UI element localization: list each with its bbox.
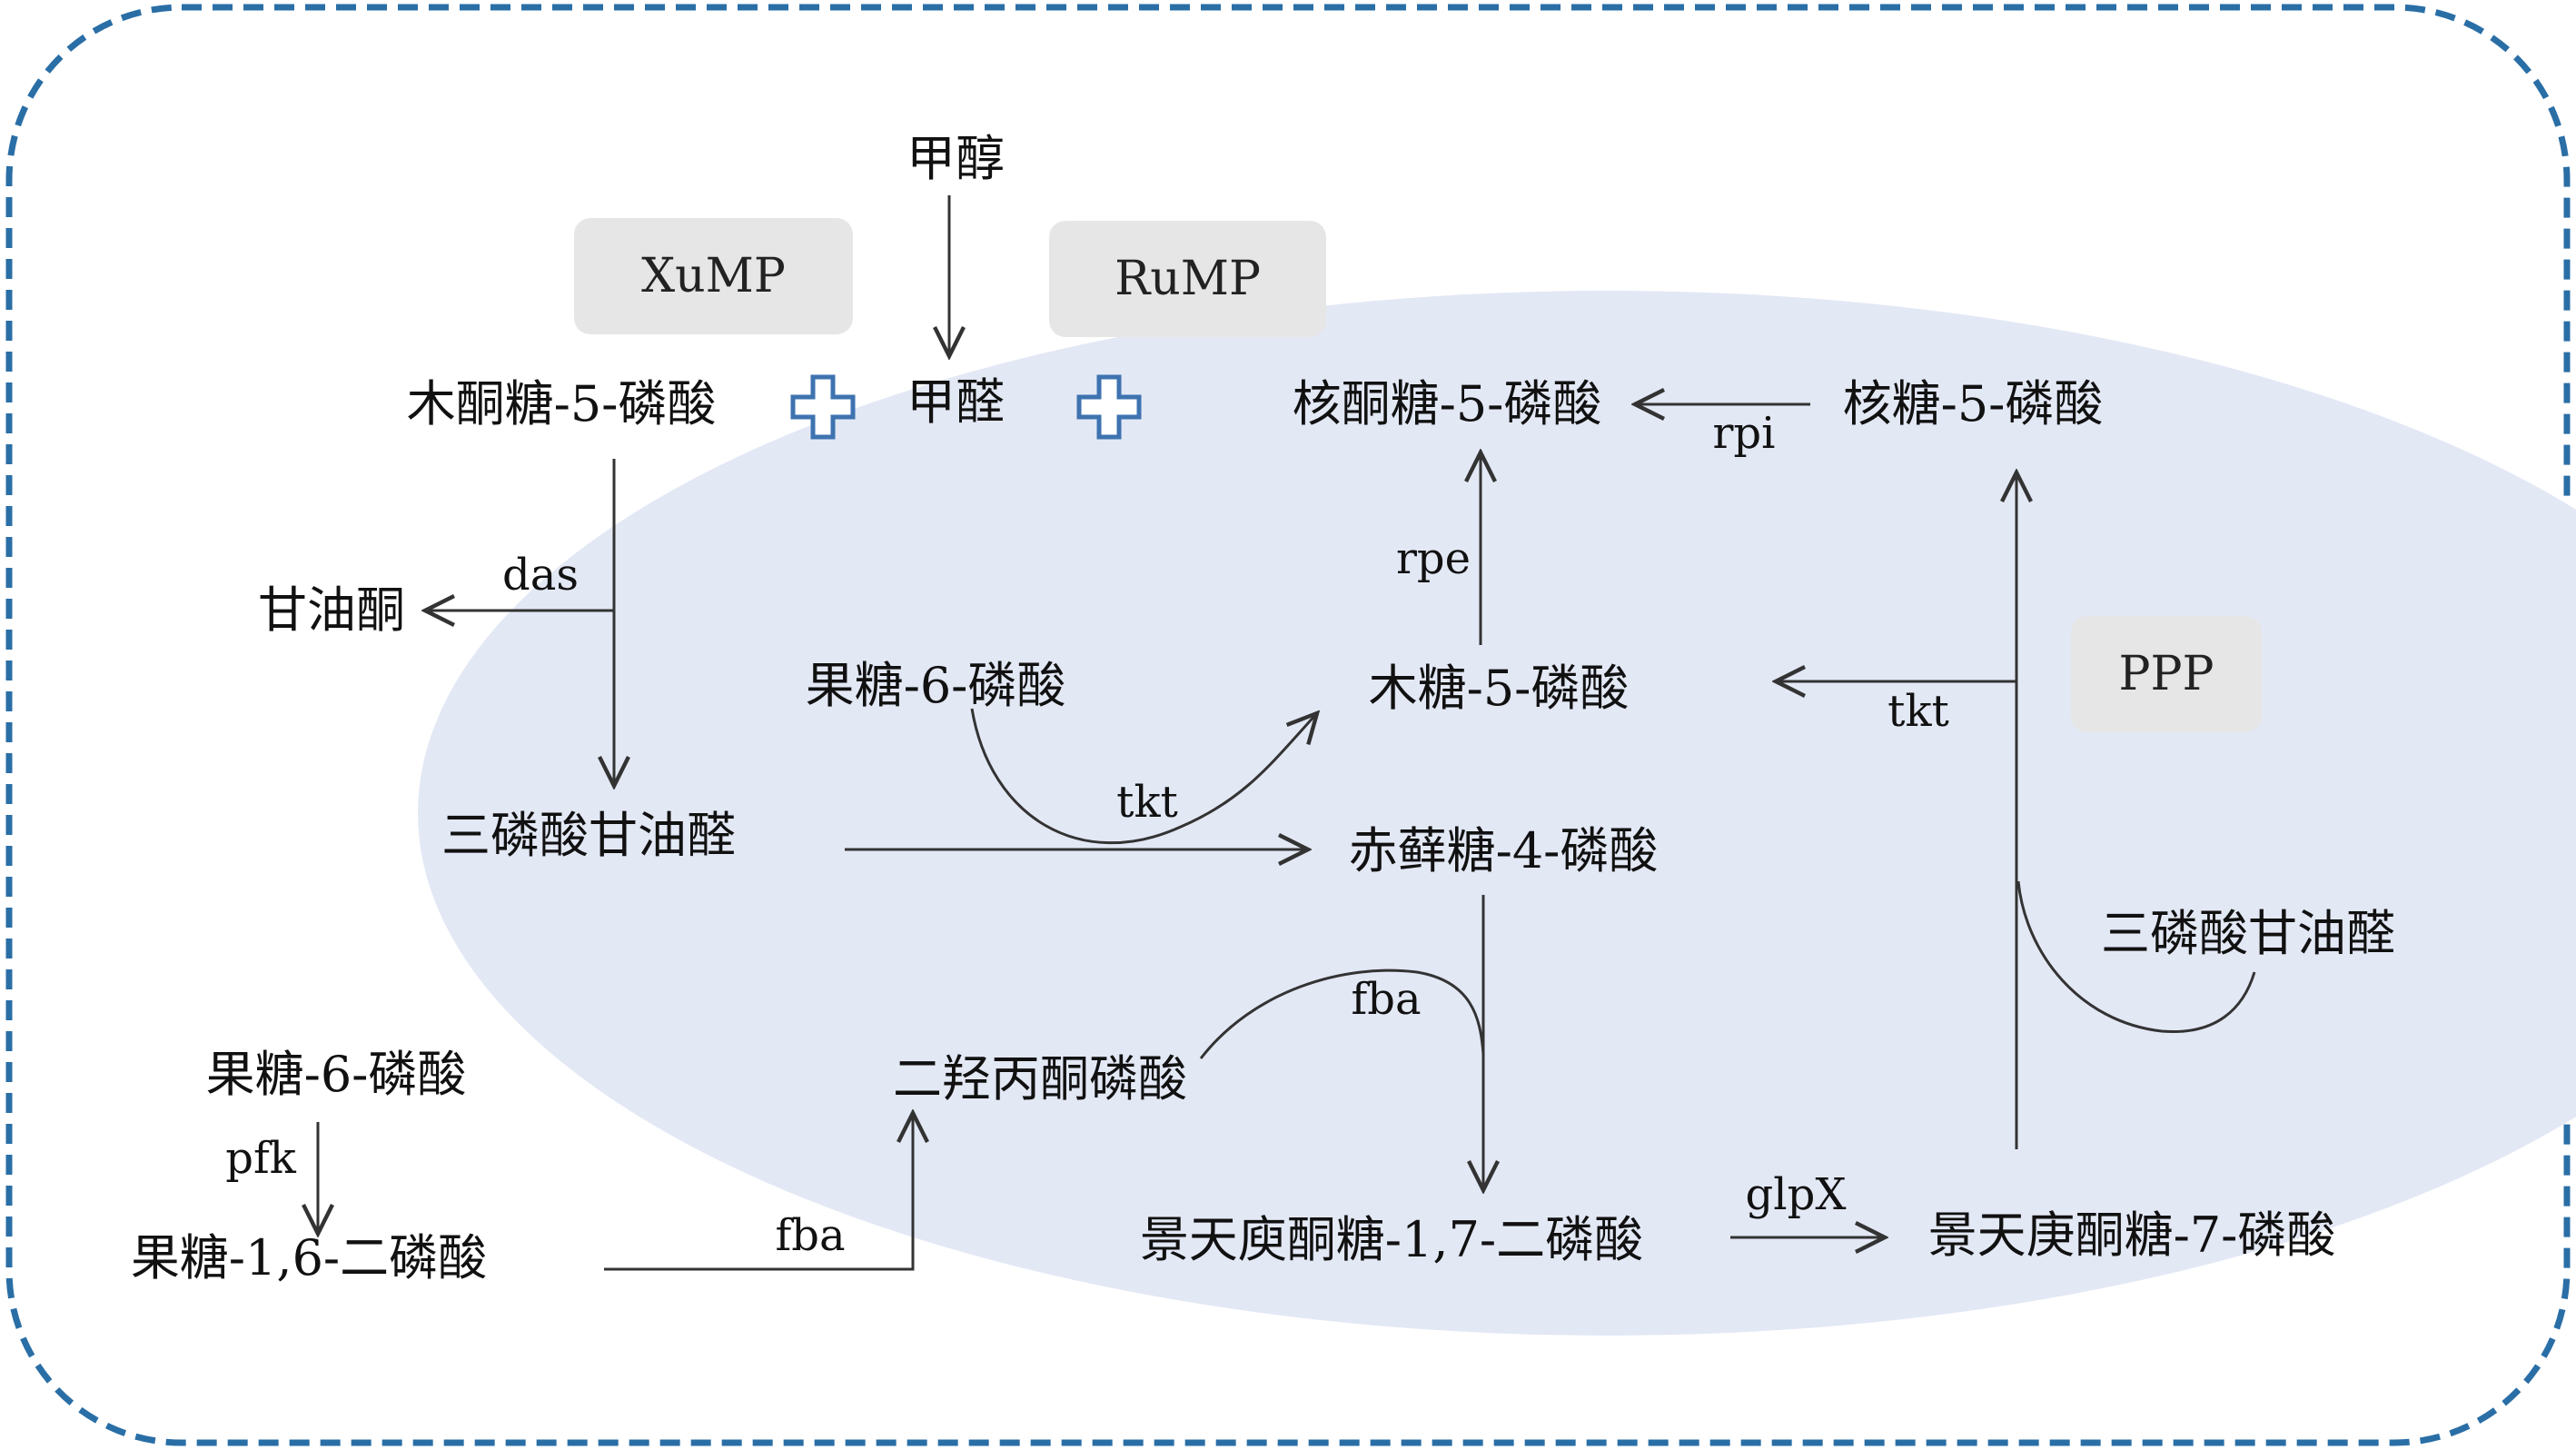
enzyme-tkt-right: tkt	[1887, 686, 1949, 737]
node-xylulose-5p-center: 木糖-5-磷酸	[1368, 660, 1630, 717]
node-erythrose-4p: 赤藓糖-4-磷酸	[1348, 822, 1659, 879]
enzyme-rpi: rpi	[1712, 408, 1776, 459]
node-g3p-right: 三磷酸甘油醛	[2101, 905, 2395, 962]
enzyme-pfk: pfk	[225, 1133, 296, 1184]
node-formaldehyde: 甲醛	[907, 373, 1005, 431]
node-ribose-5p: 核糖-5-磷酸	[1842, 375, 2104, 432]
ppp-tag: PPP	[2071, 616, 2262, 732]
curve-dhap-fba	[1199, 968, 1485, 1059]
plus-icon	[1076, 374, 1142, 440]
node-dihydroxyacetone: 甘油酮	[258, 581, 405, 639]
node-xylulose-5p-left: 木酮糖-5-磷酸	[406, 375, 717, 432]
arrow-f6p-to-xu5p	[970, 708, 1317, 845]
enzyme-tkt-center: tkt	[1116, 777, 1178, 828]
node-sedoheptulose-7p: 景天庚酮糖-7-磷酸	[1927, 1207, 2336, 1264]
node-sedoheptulose-17bp: 景天庾酮糖-1,7-二磷酸	[1139, 1211, 1644, 1268]
arrow-f16bp-to-dhap	[604, 1113, 913, 1271]
node-dhap: 二羟丙酮磷酸	[893, 1050, 1187, 1107]
enzyme-glpx: glpX	[1745, 1169, 1847, 1220]
plus-icon	[790, 374, 856, 440]
node-ribulose-5p: 核酮糖-5-磷酸	[1292, 375, 1602, 432]
enzyme-rpe: rpe	[1395, 533, 1471, 584]
curve-g3p-right	[2016, 880, 2256, 1034]
node-fructose-6p-mid: 果糖-6-磷酸	[805, 657, 1066, 714]
node-fructose-6p-low: 果糖-6-磷酸	[205, 1046, 467, 1103]
rump-tag: RuMP	[1049, 221, 1326, 337]
enzyme-fba-upper: fba	[1351, 974, 1422, 1025]
node-g3p-left: 三磷酸甘油醛	[441, 807, 736, 864]
node-fructose-16bp: 果糖-1,6-二磷酸	[130, 1229, 488, 1286]
xump-tag: XuMP	[574, 218, 853, 334]
ppp-region	[418, 291, 2576, 1336]
enzyme-das: das	[502, 550, 579, 601]
node-methanol: 甲醇	[907, 130, 1005, 187]
enzyme-fba-lower: fba	[775, 1210, 846, 1261]
